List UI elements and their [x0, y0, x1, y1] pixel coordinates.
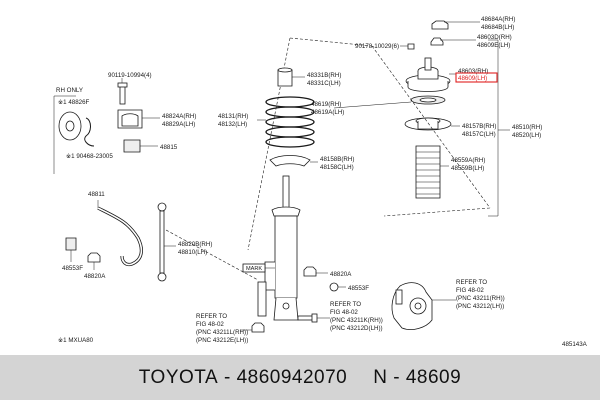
label-48829a: 48829A(LH) — [162, 121, 195, 128]
insulator-48158b — [269, 155, 318, 167]
ref-left-l2: FIG 48-02 — [196, 321, 224, 328]
label-48619-lh: 48619A(LH) — [311, 109, 344, 116]
label-48132: 48132(LH) — [218, 121, 247, 128]
label-48559b: 48559B(LH) — [451, 165, 484, 172]
n-label: N — [373, 366, 388, 388]
label-48158c: 48158C(LH) — [320, 164, 354, 171]
label-48684a: 48684A(RH) — [481, 16, 515, 23]
label-48815: 48815 — [160, 144, 178, 151]
stabilizer-bar-48811 — [97, 200, 143, 267]
nut-48820a-mid — [303, 266, 328, 277]
label-48603d: 48603D(RH) — [477, 34, 512, 41]
bump-boot-48559a — [415, 145, 449, 199]
mark-tag — [242, 263, 275, 273]
label-48619-rh: 48619(RH) — [311, 101, 341, 108]
footer-separator: - — [223, 366, 231, 388]
label-48553f-left: 48553F — [62, 265, 83, 272]
label-48157c: 48157C(LH) — [462, 131, 496, 138]
label-90178: 90178-10029(6) — [355, 43, 399, 50]
ref-left-l1: REFER TO — [196, 313, 227, 320]
bracket-48826f — [58, 111, 82, 141]
ref-center-l4: (PNC 43212D(LH)) — [330, 325, 383, 332]
rh-only-box — [53, 95, 76, 174]
bolt-90119 — [117, 78, 128, 105]
label-48520: 48520(LH) — [512, 132, 541, 139]
label-48559a: 48559A(RH) — [451, 157, 485, 164]
oem-part-number: 4860942070 — [236, 366, 348, 388]
part-number-footer: TOYOTA - 4860942070 N - 48609 — [0, 355, 600, 400]
stabilizer-link-48820b — [157, 202, 176, 282]
label-48810: 48810(LH) — [178, 249, 207, 256]
label-48684b: 48684B(LH) — [481, 24, 514, 31]
ref-right-l1: REFER TO — [456, 279, 487, 286]
ref-right-l2: FIG 48-02 — [456, 287, 484, 294]
bushing-48553f-mid — [329, 282, 346, 292]
ref-center-l1: REFER TO — [330, 301, 361, 308]
label-48811: 48811 — [88, 191, 105, 198]
bushing-48815 — [123, 139, 158, 153]
pnc-code: 48609 — [405, 366, 462, 388]
ref-right-l4: (PNC 43212(LH)) — [456, 303, 504, 310]
label-48553f-mid: 48553F — [348, 285, 369, 292]
label-48820a-left: 48820A — [84, 273, 106, 280]
bracket-48824a — [117, 109, 160, 129]
bracket-48510 — [488, 39, 499, 217]
brand-name: TOYOTA — [138, 366, 219, 388]
top-support-48609 — [405, 57, 456, 92]
ref-left-l3: (PNC 43211L(RH)) — [196, 329, 248, 336]
bump-stop-48331b — [277, 67, 305, 87]
coil-spring-48131 — [257, 96, 315, 148]
link-dash — [165, 229, 259, 281]
label-48820b: 48820B(RH) — [178, 241, 212, 248]
label-48157b: 48157B(RH) — [462, 123, 496, 130]
ref-center-l2: FIG 48-02 — [330, 309, 358, 316]
label-48158b: 48158B(RH) — [320, 156, 354, 163]
diagram-code: 485143A — [562, 341, 588, 348]
label-90119: 90119-10994(4) — [108, 72, 152, 79]
clip-90468 — [84, 117, 95, 147]
label-48826f: ※1 48826F — [58, 99, 90, 106]
footnote-mxua80: ※1 MXUA80 — [58, 337, 94, 344]
ref-left-l4: (PNC 43212E(LH)) — [196, 337, 248, 344]
steering-knuckle — [391, 282, 456, 330]
label-48609e: 48609E(LH) — [477, 42, 510, 49]
label-48609-highlighted: 48609(LH) — [458, 75, 487, 82]
ref-right-l3: (PNC 43211(RH)) — [456, 295, 505, 302]
ref-center-l3: (PNC 43211K(RH)) — [330, 317, 383, 324]
nut-90178 — [400, 43, 415, 50]
label-48820a-mid: 48820A — [330, 271, 352, 278]
nut-lower-left — [240, 322, 265, 333]
label-48331c: 48331C(LH) — [307, 80, 341, 87]
bolt-lower — [297, 313, 318, 323]
cap-48603d — [430, 37, 476, 46]
shock-absorber-body — [257, 175, 301, 321]
label-48603: 48603(RH) — [458, 68, 488, 75]
footer-separator-2: - — [393, 366, 401, 388]
suspension-exploded-diagram: 48684A(RH) 48684B(LH) 48603D(RH) 48609E(… — [53, 16, 588, 348]
label-48824a: 48824A(RH) — [162, 113, 196, 120]
bearing-48619 — [333, 95, 446, 109]
highlight-box-48609 — [455, 72, 498, 83]
nut-48684a — [431, 20, 480, 30]
label-48131: 48131(RH) — [218, 113, 248, 120]
nut-48820a-left — [87, 252, 101, 270]
label-48510: 48510(RH) — [512, 124, 542, 131]
bushing-48553f-left — [65, 237, 77, 262]
label-90468: ※1 90468-23005 — [66, 153, 113, 160]
spring-seat-48157b — [404, 117, 460, 131]
mark-label: MARK — [246, 266, 262, 272]
label-48331b: 48331B(RH) — [307, 72, 341, 79]
assembly-frame — [289, 37, 491, 217]
rh-only-label: RH ONLY — [56, 87, 83, 94]
